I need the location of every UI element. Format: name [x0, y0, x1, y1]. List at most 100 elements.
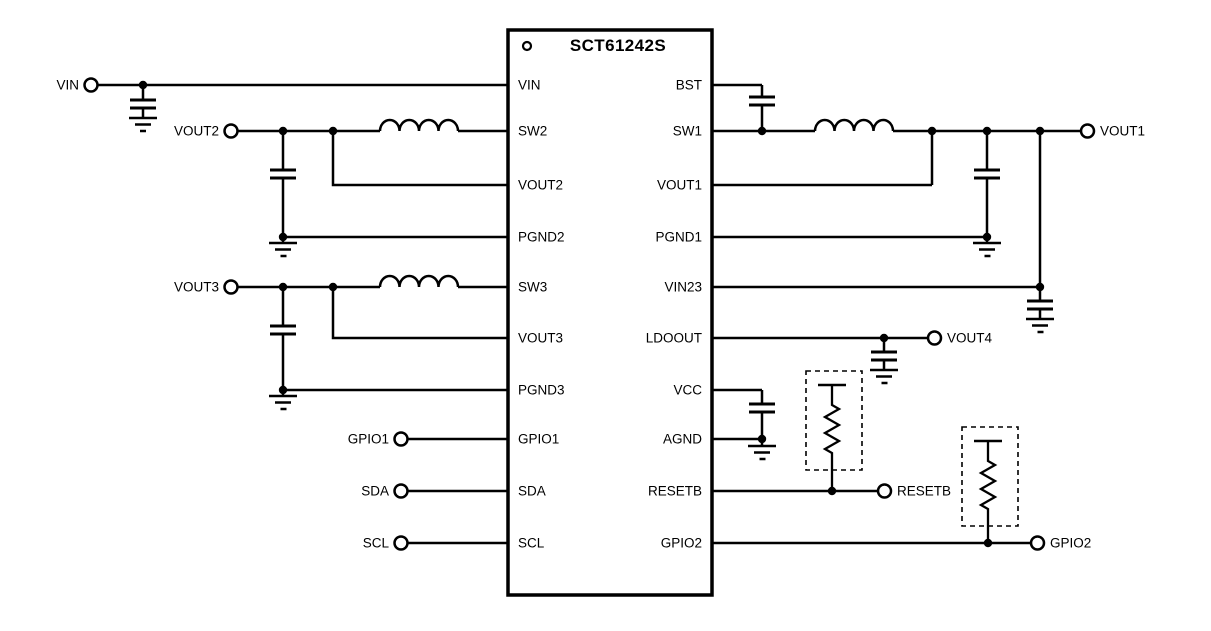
capacitor-vin — [130, 98, 156, 110]
net-vout4: VOUT4 — [712, 330, 993, 385]
wire — [237, 129, 508, 243]
ground-symbol-pgnd1 — [973, 241, 1001, 258]
junction-dot — [982, 126, 992, 136]
net-vout1: VOUT1 — [712, 118, 1145, 334]
terminal-vout2 — [223, 123, 239, 139]
junction-dot — [328, 282, 338, 292]
ground-symbol-pgnd3 — [269, 394, 297, 411]
junction-dot — [757, 434, 767, 444]
pin1-indicator-icon — [521, 40, 533, 52]
ic-pin-agnd: AGND — [663, 432, 702, 447]
ground-symbol-vin — [129, 116, 157, 133]
ic-pin-pgnd2: PGND2 — [518, 230, 565, 245]
terminal-label-vout3: VOUT3 — [174, 280, 219, 295]
ic-pin-vout1: VOUT1 — [657, 178, 702, 193]
terminal-label-vout1: VOUT1 — [1100, 124, 1145, 139]
junction-dot — [927, 126, 937, 136]
ic-pin-pgnd3: PGND3 — [518, 383, 565, 398]
ic-pin-vout2: VOUT2 — [518, 178, 563, 193]
junction-dot — [983, 538, 993, 548]
terminal-label-vout4: VOUT4 — [947, 331, 993, 346]
capacitor-vcc — [749, 402, 775, 414]
junction-dot — [278, 282, 288, 292]
capacitor-vin23 — [1027, 299, 1053, 311]
ic-pin-gpio2: GPIO2 — [661, 536, 702, 551]
terminal-label-scl: SCL — [363, 536, 390, 551]
terminal-sda — [393, 483, 409, 499]
ic-pin-ldoout: LDOOUT — [646, 331, 702, 346]
net-vin: VIN — [56, 77, 508, 133]
junction-dot — [278, 126, 288, 136]
ic-pin-vin: VIN — [518, 78, 541, 93]
net-gpio1: GPIO1 — [348, 431, 508, 447]
terminal-vout3 — [223, 279, 239, 295]
wire — [712, 83, 764, 131]
net-resetb: RESETB — [712, 370, 951, 499]
wire — [712, 129, 1081, 319]
ic-pin-vcc: VCC — [673, 383, 702, 398]
pullup-resistor-resetb — [822, 385, 842, 491]
inductor-sw2 — [378, 118, 460, 132]
net-vout2: VOUT2 — [174, 118, 508, 258]
terminal-label-resetb: RESETB — [897, 484, 951, 499]
junction-dot — [1035, 282, 1045, 292]
ic-pin-bst: BST — [676, 78, 702, 93]
ic-pin-vout3: VOUT3 — [518, 331, 563, 346]
terminal-gpio2 — [1029, 535, 1046, 551]
terminal-vin — [83, 77, 99, 93]
ic-pin-vin23: VIN23 — [664, 280, 702, 295]
ic-pin-sw3: SW3 — [518, 280, 547, 295]
ground-symbol-pgnd2 — [269, 241, 297, 258]
capacitor-vout3 — [270, 324, 296, 336]
net-bst — [712, 83, 775, 136]
junction-dot — [827, 486, 837, 496]
ic-pin-sw2: SW2 — [518, 124, 547, 139]
terminal-vout1 — [1079, 123, 1096, 139]
junction-dot — [278, 385, 288, 395]
net-scl: SCL — [363, 535, 508, 551]
capacitor-vout1 — [974, 168, 1000, 180]
net-vcc-agnd — [712, 388, 776, 461]
ground-symbol-agnd — [748, 444, 776, 461]
net-vout3: VOUT3 — [174, 274, 508, 411]
pullup-resistor-gpio2 — [978, 441, 998, 543]
ic: SCT61242S VIN SW2 VOUT2 PGND2 SW3 VOUT3 … — [506, 28, 714, 597]
inductor-sw1 — [813, 118, 895, 132]
net-gpio2: GPIO2 — [712, 426, 1091, 551]
ground-symbol-ldoout — [870, 368, 898, 385]
ic-pin-sda: SDA — [518, 484, 546, 499]
terminal-scl — [393, 535, 409, 551]
pullup-box-resetb — [805, 370, 863, 471]
ic-body — [506, 28, 714, 597]
ground-symbol-vin23 — [1026, 317, 1054, 334]
ic-pin-sw1: SW1 — [673, 124, 702, 139]
junction-dot — [879, 333, 889, 343]
ic-pin-resetb: RESETB — [648, 484, 702, 499]
terminal-resetb — [876, 483, 893, 499]
terminal-gpio1 — [393, 431, 409, 447]
junction-dot — [1035, 126, 1045, 136]
ic-pin-scl: SCL — [518, 536, 545, 551]
capacitor-vout2 — [270, 168, 296, 180]
terminal-label-gpio1: GPIO1 — [348, 432, 389, 447]
terminal-label-vin: VIN — [56, 78, 79, 93]
junction-dot — [138, 80, 148, 90]
inductor-sw3 — [378, 274, 460, 288]
terminal-label-vout2: VOUT2 — [174, 124, 219, 139]
pullup-box-gpio2 — [961, 426, 1019, 527]
wire — [97, 83, 508, 118]
capacitor-bst — [749, 95, 775, 107]
terminal-vout4 — [926, 330, 943, 346]
ic-title: SCT61242S — [570, 36, 666, 55]
ic-pin-pgnd1: PGND1 — [655, 230, 702, 245]
wire — [712, 388, 764, 446]
junction-dot — [278, 232, 288, 242]
terminal-label-sda: SDA — [361, 484, 389, 499]
terminal-label-gpio2: GPIO2 — [1050, 536, 1091, 551]
junction-dot — [982, 232, 992, 242]
capacitor-ldoout — [871, 350, 897, 362]
net-sda: SDA — [361, 483, 508, 499]
wire — [712, 336, 928, 370]
ic-pin-gpio1: GPIO1 — [518, 432, 559, 447]
